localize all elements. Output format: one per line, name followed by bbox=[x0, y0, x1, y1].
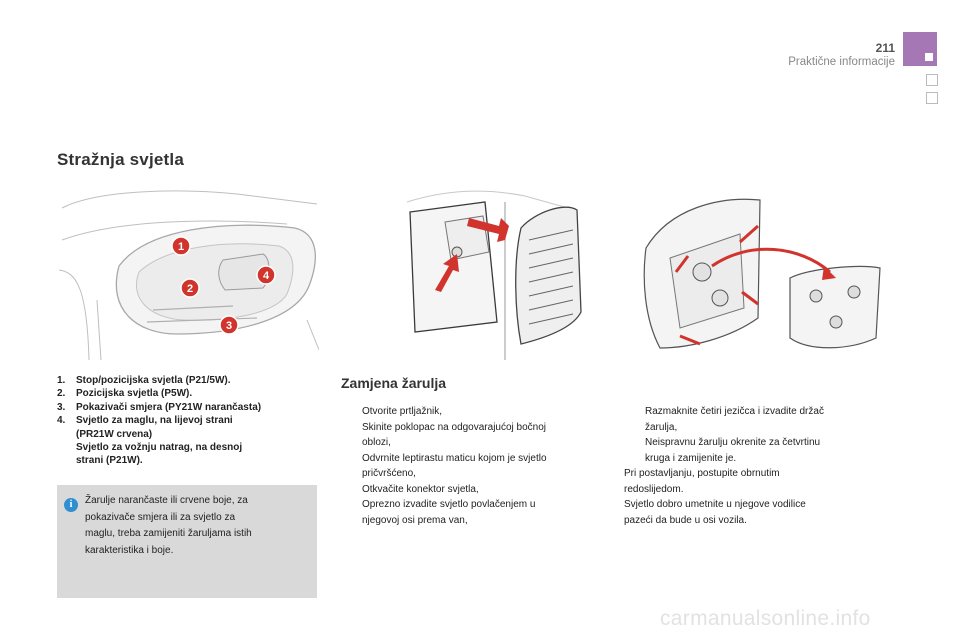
page-number: 211 bbox=[875, 41, 895, 55]
callout-3-marker bbox=[219, 315, 239, 335]
callout-4-label: 4 bbox=[263, 270, 270, 282]
list-item: 4.Svjetlo za maglu, na lijevoj strani bbox=[57, 415, 233, 427]
callout-2-label: 2 bbox=[187, 283, 193, 295]
steps-column-2: Razmaknite četiri jezičca i izvadite drž… bbox=[624, 404, 884, 466]
curved-arrow-icon bbox=[711, 247, 831, 274]
steps-column-1: Otvorite prtljažnik, Skinite poklopac na… bbox=[341, 404, 606, 528]
info-note: i Žarulje narančaste ili crvene boje, za… bbox=[57, 485, 317, 598]
callout-3-label: 3 bbox=[226, 320, 232, 332]
reassembly-text: Pri postavljanju, postupite obrnutim red… bbox=[624, 468, 806, 526]
bullet-icon bbox=[624, 404, 645, 420]
tab-arrow-icon bbox=[679, 334, 701, 346]
callout-1-marker bbox=[171, 236, 191, 256]
bullet-icon bbox=[341, 497, 362, 513]
section-title: Praktične informacije bbox=[788, 56, 895, 68]
bullet-icon bbox=[341, 482, 362, 498]
tab-square-icon bbox=[926, 74, 938, 86]
list-item: pričvršćeno, bbox=[362, 468, 416, 479]
bullet-icon bbox=[341, 451, 362, 467]
list-item: (PR21W crvena) bbox=[76, 428, 153, 440]
list-item: njegovoj osi prema van, bbox=[362, 514, 468, 526]
list-item: Svjetlo za vožnju natrag, na desnoj bbox=[76, 442, 243, 454]
arrowhead-icon bbox=[822, 266, 836, 280]
list-item: 1.Stop/pozicijska svjetla (P21/5W). bbox=[57, 375, 231, 386]
list-item: Otkvačite konektor svjetla, bbox=[341, 482, 606, 498]
tab-arrow-icon bbox=[674, 255, 690, 273]
trim-cover-figure bbox=[406, 190, 582, 360]
tab-arrow-icon bbox=[739, 224, 759, 244]
tab-marker-icon bbox=[925, 53, 933, 61]
list-item: Skinite poklopac na odgovarajućoj bočnoj bbox=[341, 420, 606, 436]
list-item: Neispravnu žarulju okrenite za četvrtinu bbox=[624, 435, 884, 451]
rear-lamp-figure: 1 2 3 4 bbox=[58, 190, 319, 361]
bullet-icon bbox=[341, 404, 362, 420]
list-item: strani (P21W). bbox=[76, 455, 143, 467]
chapter-tab bbox=[903, 32, 937, 66]
list-item: žarulja, bbox=[645, 421, 678, 433]
note-text: Žarulje narančaste ili crvene boje, za p… bbox=[85, 495, 252, 556]
callout-1-label: 1 bbox=[178, 241, 184, 253]
parts-list: 1.Stop/pozicijska svjetla (P21/5W). 2.Po… bbox=[57, 374, 327, 468]
list-item: 3.Pokazivači smjera (PY21W narančasta) bbox=[57, 401, 262, 413]
watermark: carmanualsonline.info bbox=[660, 607, 871, 630]
callout-4-marker bbox=[256, 265, 276, 285]
list-item: Razmaknite četiri jezičca i izvadite drž… bbox=[624, 404, 884, 420]
tab-arrow-icon bbox=[741, 290, 759, 306]
list-item: Odvrnite leptirastu maticu kojom je svje… bbox=[341, 451, 606, 467]
arrow-up-icon bbox=[435, 254, 459, 292]
list-item: kruga i zamijenite je. bbox=[645, 452, 737, 464]
section-heading: Zamjena žarulja bbox=[341, 375, 447, 391]
tab-square-icon bbox=[926, 92, 938, 104]
arrow-remove-cover-icon bbox=[467, 218, 509, 242]
bullet-icon bbox=[624, 435, 645, 451]
list-item: Oprezno izvadite svjetlo povlačenjem u bbox=[341, 497, 606, 513]
bulb-holder-figure bbox=[643, 198, 881, 349]
list-item: oblozi, bbox=[362, 437, 391, 448]
callout-2-marker bbox=[180, 278, 200, 298]
list-item: 2.Pozicijska svjetla (P5W). bbox=[57, 388, 193, 400]
bullet-icon bbox=[341, 420, 362, 436]
info-icon: i bbox=[64, 498, 78, 512]
page-title: Stražnja svjetla bbox=[57, 150, 184, 169]
list-item: Otvorite prtljažnik, bbox=[341, 404, 606, 420]
